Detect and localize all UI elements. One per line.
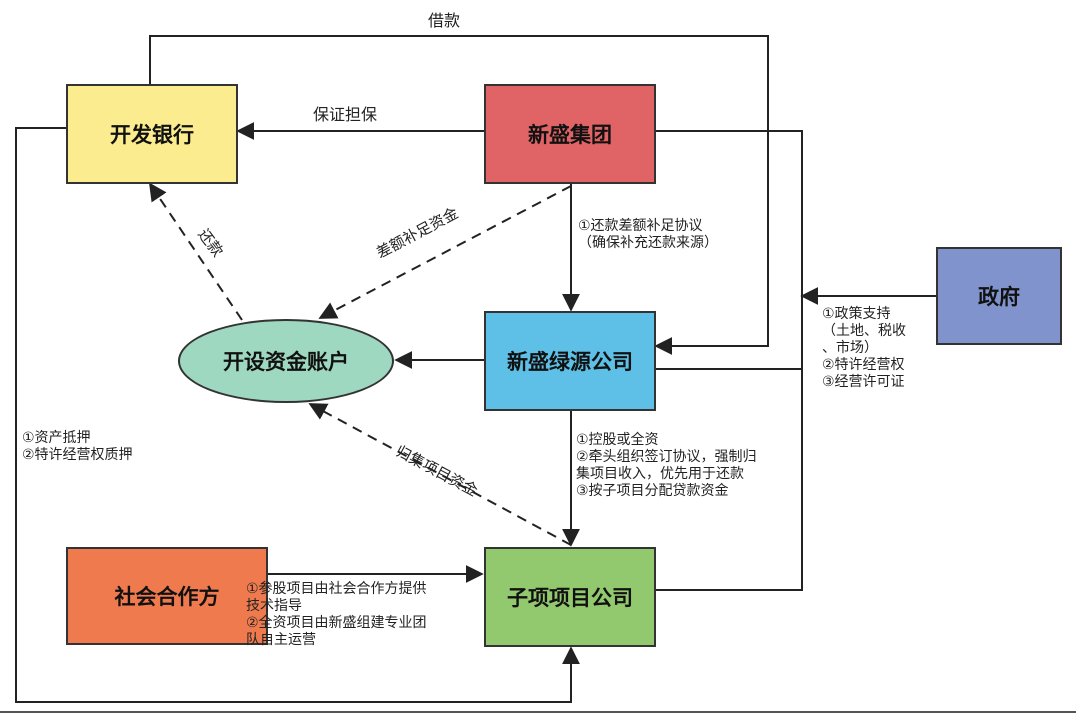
gov-bus-line <box>656 130 803 591</box>
node-green: 新盛绿源公司 <box>484 311 656 411</box>
label-partner-sub: ①参股项目由社会合作方提供 技术指导 ②全资项目由新盛组建专业团 队自主运营 <box>246 581 427 648</box>
repay-arrow <box>148 182 243 321</box>
node-gov: 政府 <box>936 247 1062 345</box>
label-group-green: ①还款差额补足协议 （确保补充还款来源） <box>578 218 718 251</box>
loan-arrow <box>149 35 769 355</box>
collateral-arrow <box>15 127 580 703</box>
node-partner: 社会合作方 <box>66 547 268 645</box>
label-green-sub: ①控股或全资 ②牵头组织签订协议，强制归 集项目收入，优先用于还款 ③按子项目分… <box>576 432 757 499</box>
label-collateral: ①资产抵押 ②特许经营权质押 <box>22 430 133 463</box>
node-sub: 子项项目公司 <box>484 547 656 647</box>
gap-fill-arrow <box>318 185 572 319</box>
collect-arrow <box>308 403 572 546</box>
node-bank: 开发银行 <box>66 84 238 184</box>
bottom-rule <box>0 711 1076 713</box>
label-gov-support: ①政策支持 （土地、税收 、市场） ②特许经营权 ③经营许可证 <box>822 306 906 390</box>
node-group: 新盛集团 <box>484 84 656 184</box>
label-guarantee: 保证担保 <box>313 105 378 124</box>
node-account: 开设资金账户 <box>178 319 394 403</box>
label-loan: 借款 <box>428 11 461 30</box>
